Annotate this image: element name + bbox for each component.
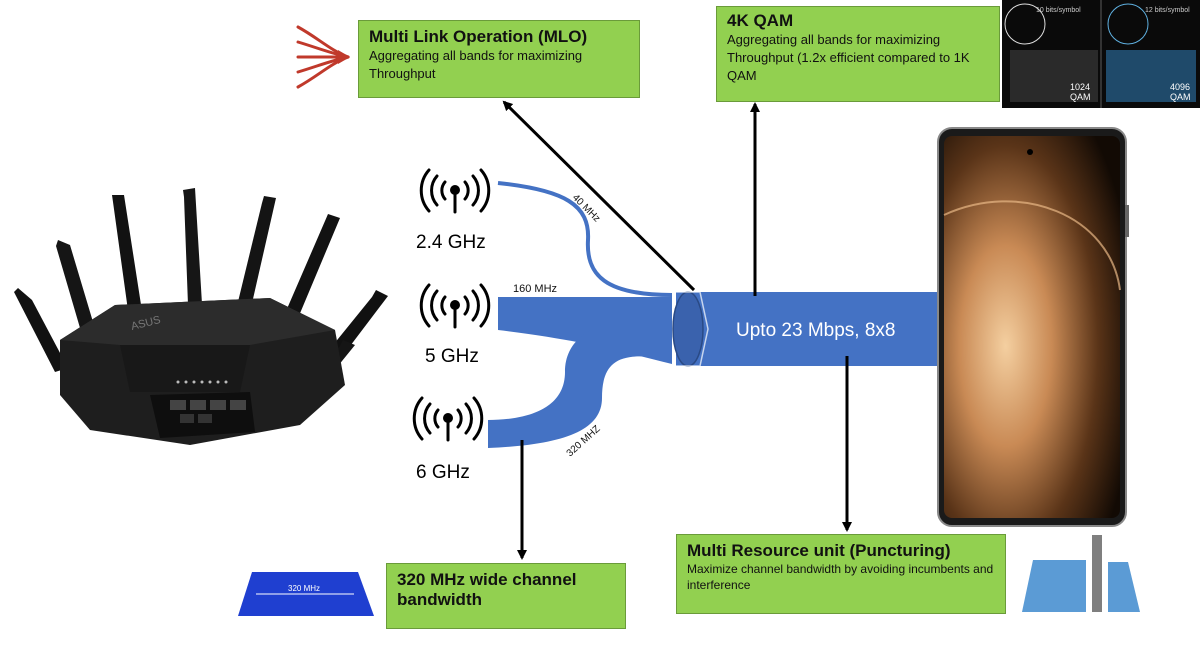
router-leds	[176, 380, 228, 384]
pipe-6g	[488, 315, 672, 448]
puncturing-icon	[1022, 535, 1140, 612]
qam-right-bits: 12 bits/symbol	[1145, 7, 1190, 14]
pipe-joint	[672, 291, 704, 367]
antenna-icon-5g	[419, 283, 491, 329]
callout-wide-title: 320 MHz wide channel bandwidth	[397, 570, 577, 609]
callout-mlo: Multi Link Operation (MLO) Aggregating a…	[358, 20, 640, 98]
callout-wide: 320 MHz wide channel bandwidth	[386, 563, 626, 629]
band-label-5g: 5 GHz	[425, 346, 479, 367]
signal-pipes	[488, 181, 941, 448]
callout-qam-desc: Aggregating all bands for maximizing Thr…	[727, 32, 970, 83]
qam-right-unit: QAM	[1170, 92, 1191, 102]
mlo-icon	[290, 20, 354, 92]
pipe-2g4	[497, 181, 673, 297]
callout-mlo-desc: Aggregating all bands for maximizing Thr…	[369, 48, 583, 81]
qam-thumbnail: 10 bits/symbol 12 bits/symbol 1024 QAM 4…	[1002, 0, 1200, 108]
arrows	[502, 100, 852, 560]
phone-image	[937, 127, 1129, 527]
band-label-6g: 6 GHz	[416, 462, 470, 483]
router-ports	[170, 400, 246, 423]
wide-channel-icon: 320 MHz	[238, 572, 374, 616]
router-image: ASUS	[14, 188, 388, 445]
callout-qam: 4K QAM Aggregating all bands for maximiz…	[716, 6, 1000, 102]
band-label-2g4: 2.4 GHz	[416, 232, 486, 253]
qam-left-unit: QAM	[1070, 92, 1091, 102]
antenna-icon-2g4	[419, 168, 491, 214]
qam-right-value: 4096	[1170, 82, 1190, 92]
band-width-160: 160 MHz	[513, 283, 557, 295]
callout-puncturing-title: Multi Resource unit (Puncturing)	[687, 541, 951, 560]
callout-mlo-title: Multi Link Operation (MLO)	[369, 27, 588, 46]
pipe-throughput-label: Upto 23 Mbps, 8x8	[736, 320, 895, 341]
callout-puncturing: Multi Resource unit (Puncturing) Maximiz…	[676, 534, 1006, 614]
qam-left-bits: 10 bits/symbol	[1036, 7, 1081, 14]
arrow-mlo	[502, 100, 696, 292]
callout-puncturing-desc: Maximize channel bandwidth by avoiding i…	[687, 562, 994, 592]
wide-channel-icon-label: 320 MHz	[288, 584, 320, 593]
qam-left-value: 1024	[1070, 82, 1090, 92]
combined-pipe	[676, 292, 941, 366]
antenna-icon-6g	[412, 396, 484, 442]
callout-qam-title: 4K QAM	[727, 11, 794, 30]
